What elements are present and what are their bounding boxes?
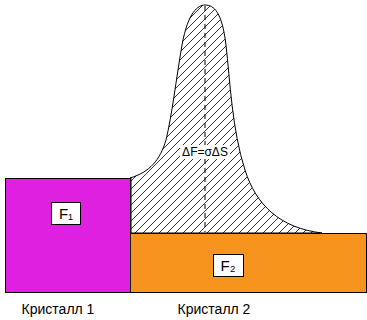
energy-label: F₁ <box>51 202 81 225</box>
bump-outline <box>128 0 328 236</box>
crystal-caption: Кристалл 2 <box>178 301 251 317</box>
hatched-region <box>130 5 322 233</box>
crystal-caption: Кристалл 1 <box>22 301 95 317</box>
axis-line <box>205 6 206 232</box>
crystal-block: F₂Кристалл 2 <box>130 233 367 293</box>
energy-label: F₂ <box>213 254 244 277</box>
surface-energy-region: ΔF=σΔS <box>128 0 328 236</box>
formula-label: ΔF=σΔS <box>180 145 230 159</box>
crystal-block: F₁Кристалл 1 <box>5 178 131 293</box>
